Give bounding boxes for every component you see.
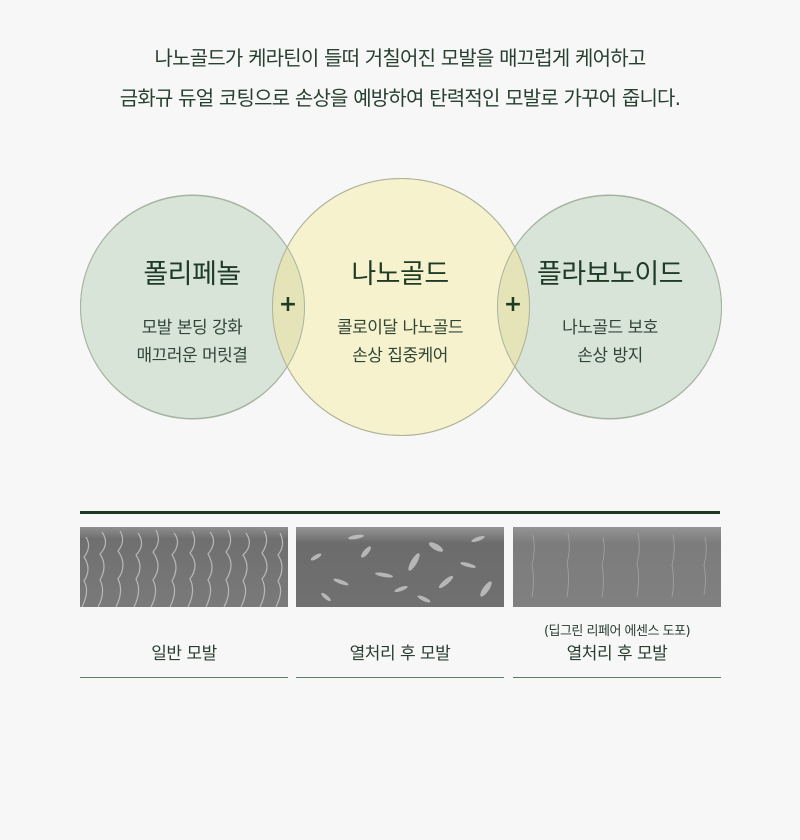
caption-normal: 일반 모발 [80, 627, 288, 691]
plus-icon: + [278, 292, 298, 317]
flavonoid-title: 플라보노이드 [536, 259, 684, 290]
hair-sem-heat-damaged-image [296, 527, 504, 607]
nanogold-desc-2: 손상 집중케어 [352, 346, 448, 366]
nanogold-desc-1: 콜로이달 나노골드 [336, 318, 464, 338]
polyphenol-label: 폴리페놀 모발 본딩 강화 매끄러운 머릿결 [82, 258, 302, 370]
polyphenol-desc-1: 모발 본딩 강화 [141, 318, 243, 338]
caption-note: (딥그린 리페어 에센스 도포) [543, 624, 691, 639]
flavonoid-label: 플라보노이드 나노골드 보호 손상 방지 [500, 258, 720, 370]
caption-underline [296, 677, 504, 678]
caption-heat-damaged: 열처리 후 모발 [296, 627, 504, 691]
nanogold-title: 나노골드 [351, 259, 449, 290]
caption-text: 열처리 후 모발 [349, 644, 451, 664]
caption-underline [80, 677, 288, 678]
intro-line-2: 금화규 듀얼 코팅으로 손상을 예방하여 탄력적인 모발로 가꾸어 줍니다. [119, 86, 681, 110]
plus-icon: + [503, 292, 523, 317]
flavonoid-desc-2: 손상 방지 [577, 346, 643, 366]
caption-text: 일반 모발 [151, 644, 217, 664]
nanogold-label: 나노골드 콜로이달 나노골드 손상 집중케어 [290, 258, 510, 370]
caption-treated: (딥그린 리페어 에센스 도포) 열처리 후 모발 [513, 623, 721, 677]
ingredient-venn-diagram: 폴리페놀 모발 본딩 강화 매끄러운 머릿결 나노골드 콜로이달 나노골드 손상… [80, 178, 722, 436]
polyphenol-desc-2: 매끄러운 머릿결 [136, 346, 248, 366]
flavonoid-desc-1: 나노골드 보호 [562, 318, 658, 338]
hair-sem-treated-image [513, 527, 721, 607]
polyphenol-title: 폴리페놀 [143, 259, 241, 290]
intro-text: 나노골드가 케라틴이 들떠 거칠어진 모발을 매끄럽게 케어하고 금화규 듀얼 … [0, 38, 800, 118]
comparison-item-treated: (딥그린 리페어 에센스 도포) 열처리 후 모발 [513, 527, 721, 677]
comparison-item-heat-damaged: 열처리 후 모발 [296, 527, 504, 691]
comparison-item-normal: 일반 모발 [80, 527, 288, 691]
caption-text: 열처리 후 모발 [566, 644, 668, 664]
hair-sem-normal-image [80, 527, 288, 607]
intro-line-1: 나노골드가 케라틴이 들떠 거칠어진 모발을 매끄럽게 케어하고 [154, 46, 647, 70]
section-divider [80, 511, 720, 514]
caption-underline [513, 677, 721, 678]
